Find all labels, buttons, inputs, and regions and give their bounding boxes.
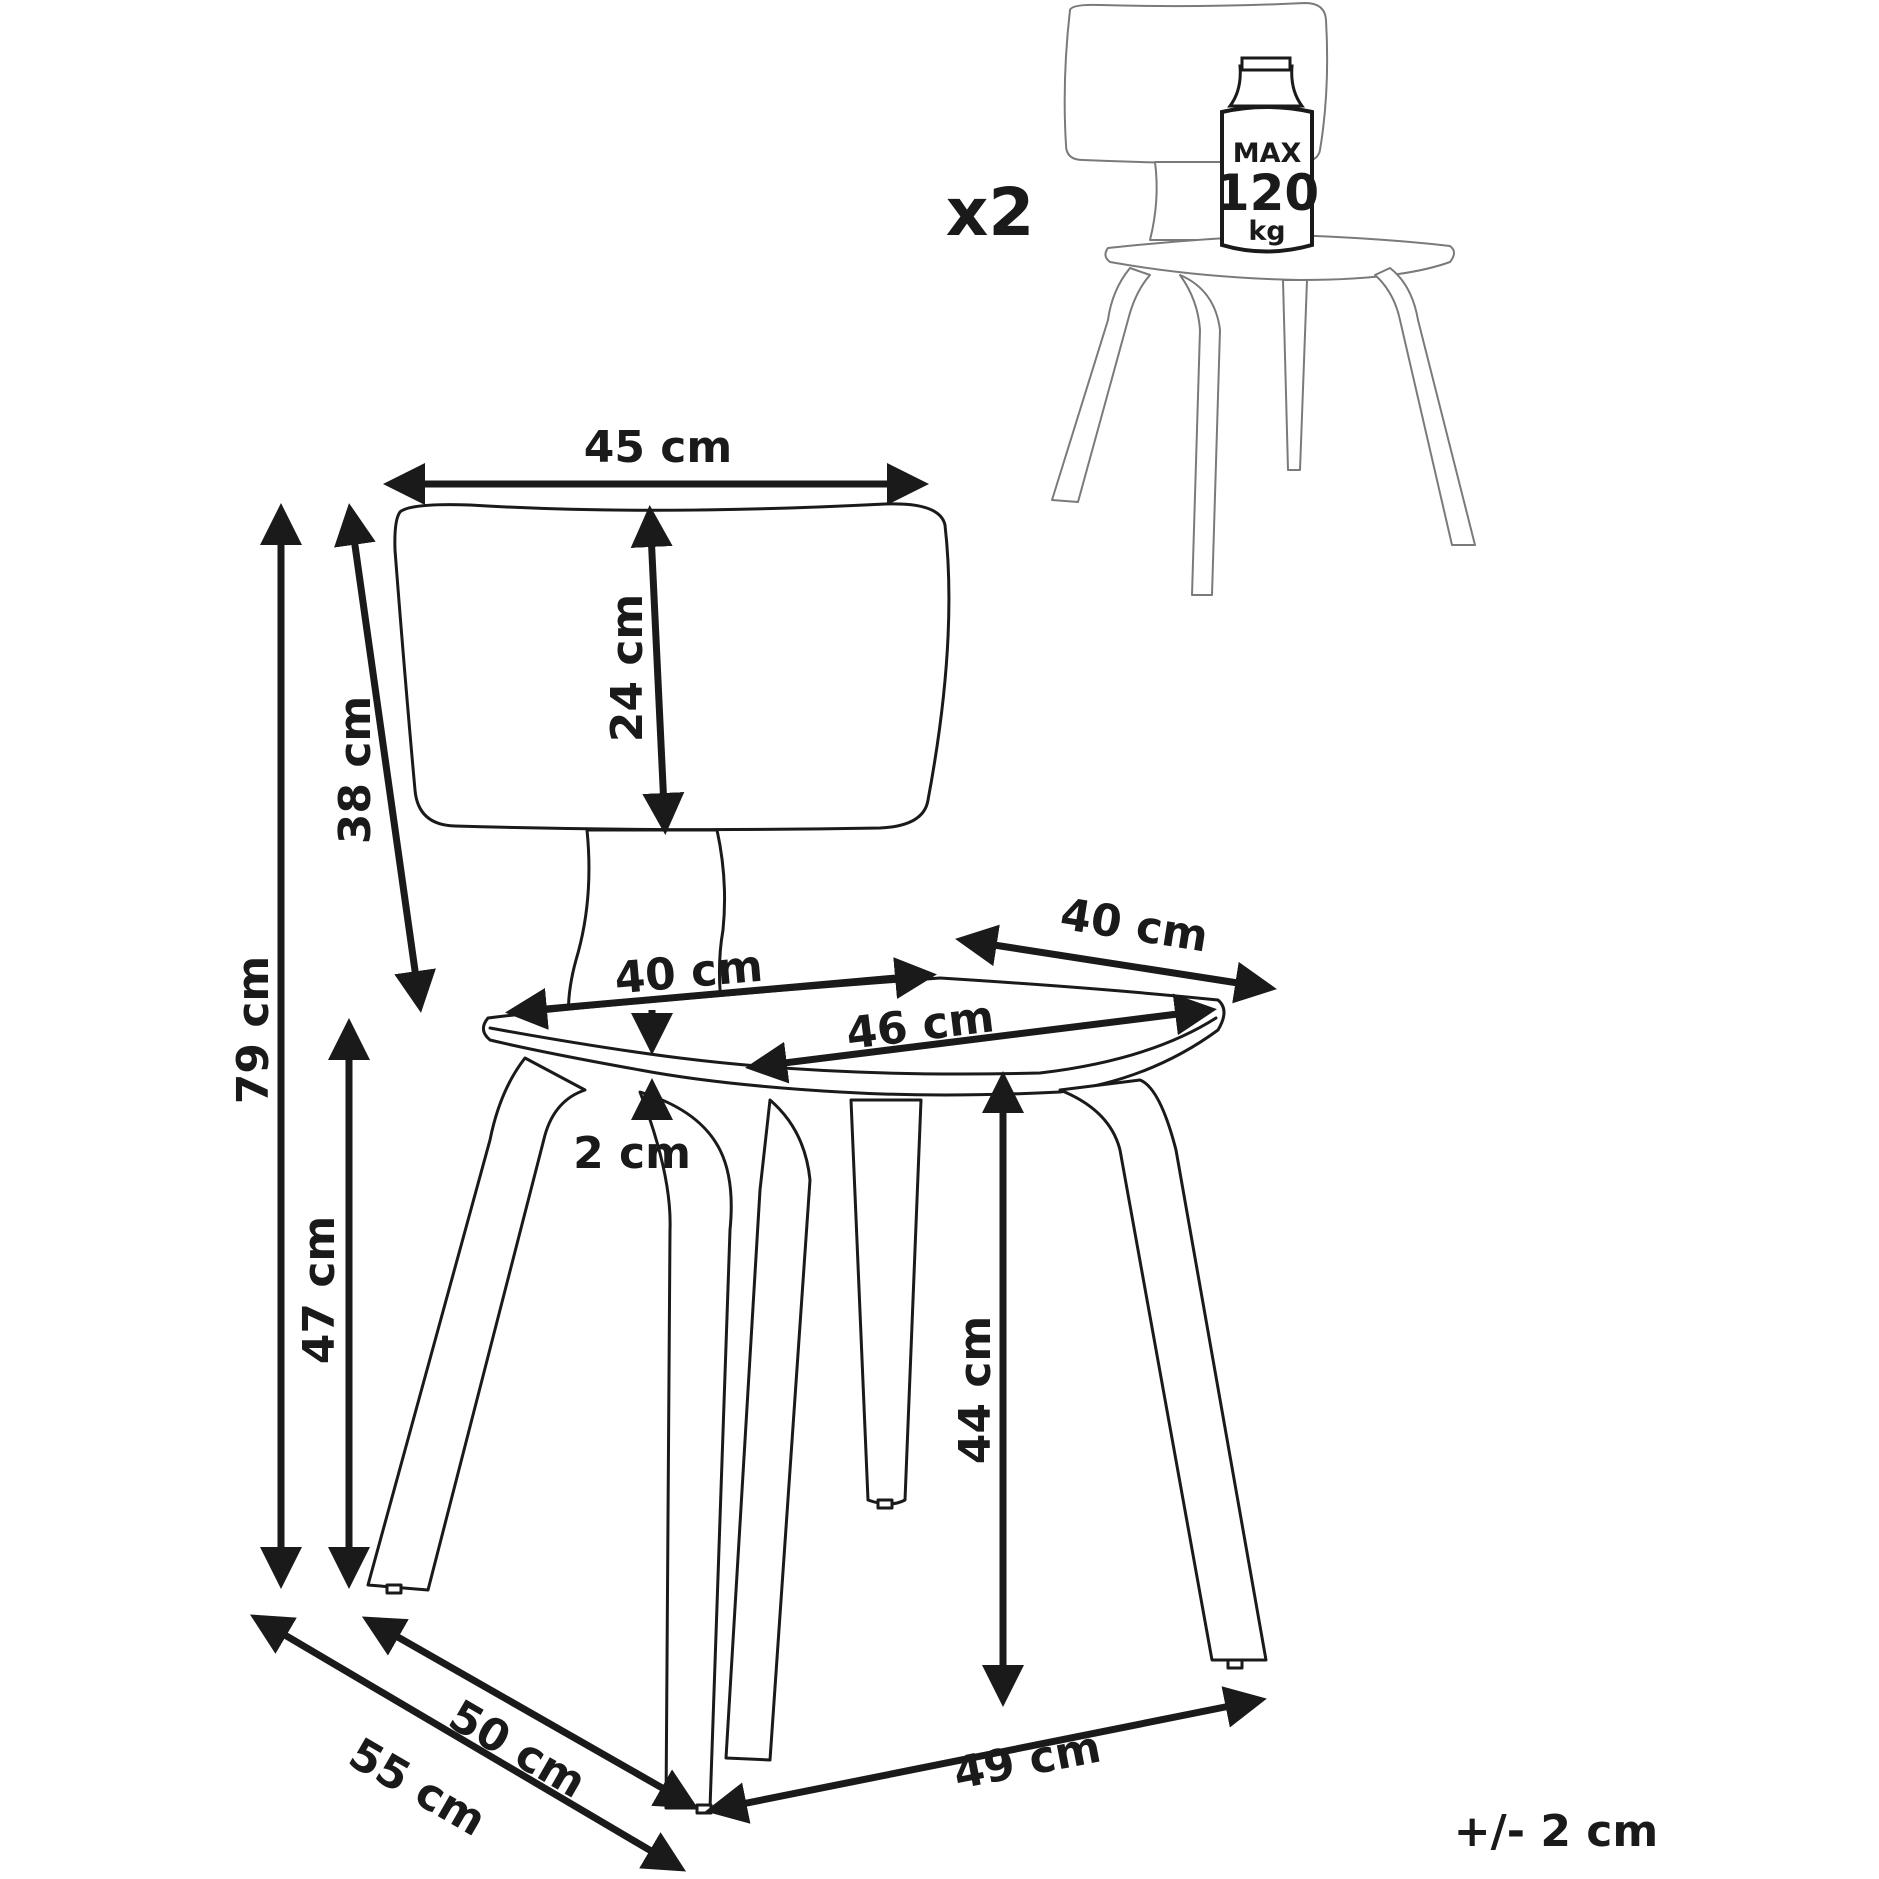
tolerance-note: +/- 2 cm — [1454, 1806, 1658, 1857]
label-backrest-height: 24 cm — [602, 594, 653, 742]
label-seat-depth: 40 cm — [1057, 889, 1212, 963]
foot-cap — [1226, 1658, 1244, 1670]
max-load-line3: kg — [1248, 216, 1285, 247]
quantity-label: x2 — [946, 174, 1035, 251]
small-chair-rear-leg — [1282, 279, 1308, 471]
small-chair-right-leg — [1374, 267, 1476, 546]
foot-cap — [876, 1498, 894, 1510]
rear-leg — [849, 1098, 923, 1506]
label-back-slant-height: 38 cm — [330, 696, 381, 844]
small-chair-left-leg — [1051, 267, 1151, 503]
dim-back-slant-height — [334, 503, 436, 1013]
weight-icon: MAX 120 kg — [1215, 56, 1319, 254]
dim-backrest-height — [630, 505, 685, 835]
max-load-line2: 120 — [1215, 164, 1319, 222]
small-chair: MAX 120 kg — [1051, 2, 1476, 596]
front-left-leg — [366, 1056, 587, 1592]
dim-seat-diagonal — [745, 993, 1217, 1084]
label-base-width: 49 cm — [949, 1722, 1104, 1800]
dim-base-width — [705, 1686, 1267, 1824]
dim-base-depth-outer — [249, 1614, 687, 1872]
main-chair — [366, 502, 1268, 1815]
label-seat-thickness: 2 cm — [573, 1128, 691, 1179]
max-load-line1: MAX — [1233, 138, 1302, 169]
front-center-leg — [638, 1090, 733, 1810]
right-leg — [1058, 1078, 1268, 1662]
foot-cap — [695, 1803, 713, 1815]
backrest — [393, 502, 951, 832]
front-center-leg-inner — [724, 1098, 812, 1762]
label-backrest-width: 45 cm — [584, 422, 732, 473]
foot-cap — [385, 1583, 403, 1595]
small-chair-center-leg — [1179, 274, 1221, 596]
label-seat-height: 47 cm — [294, 1216, 345, 1364]
label-total-height: 79 cm — [228, 956, 279, 1104]
dim-seat-front-width — [505, 957, 937, 1030]
label-leg-height: 44 cm — [950, 1316, 1001, 1464]
dim-seat-depth — [955, 924, 1277, 1004]
dimension-lines — [249, 463, 1277, 1872]
